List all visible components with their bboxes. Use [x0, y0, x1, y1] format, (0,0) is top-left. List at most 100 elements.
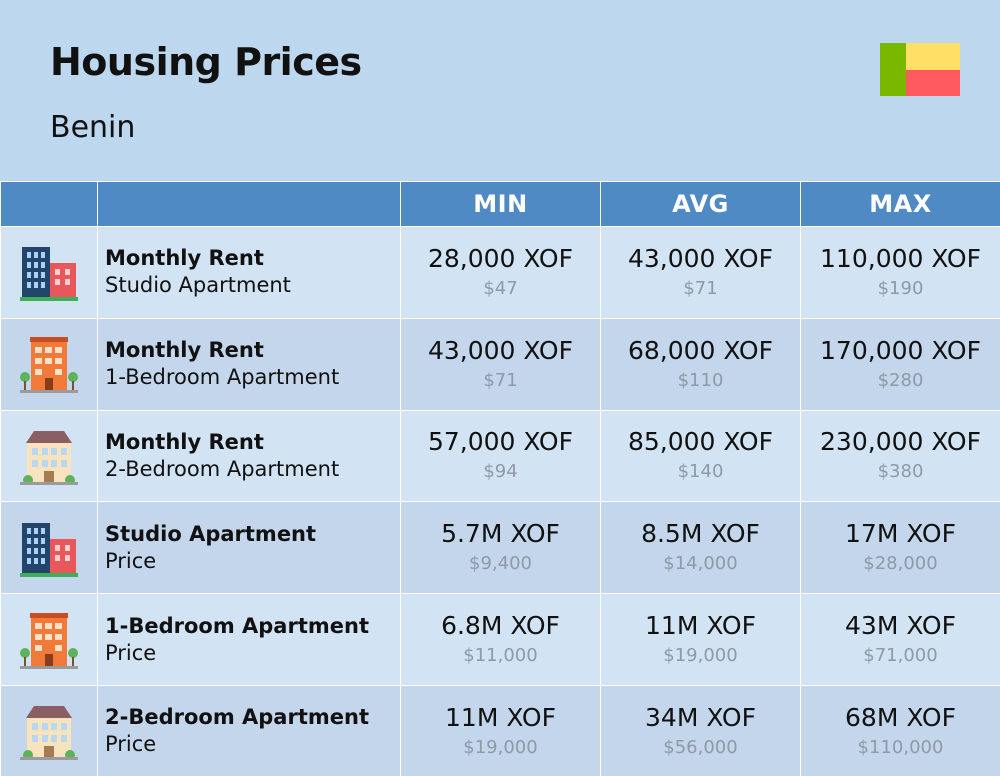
header-label-col — [97, 181, 401, 227]
price-avg-cell: 68,000 XOF $110 — [600, 317, 801, 411]
page-title: Housing Prices — [50, 40, 362, 84]
house-building-icon — [18, 430, 80, 485]
row-label: 1-Bedroom Apartment — [105, 613, 369, 638]
price-min-usd: $71 — [483, 369, 518, 391]
price-avg-local: 8.5M XOF — [641, 519, 760, 549]
price-min-local: 11M XOF — [445, 702, 556, 732]
row-icon-cell — [0, 501, 98, 595]
price-max-local: 170,000 XOF — [820, 335, 981, 365]
price-max-usd: $28,000 — [863, 553, 938, 575]
benin-flag-icon — [880, 43, 960, 96]
price-max-cell: 110,000 XOF $190 — [800, 226, 1000, 319]
price-min-usd: $11,000 — [463, 645, 538, 667]
row-label: Studio Apartment — [105, 521, 317, 546]
price-min-local: 57,000 XOF — [427, 427, 573, 457]
price-avg-local: 43,000 XOF — [627, 243, 773, 273]
price-min-local: 6.8M XOF — [441, 611, 560, 641]
price-avg-cell: 43,000 XOF $71 — [600, 226, 801, 319]
price-min-usd: $9,400 — [469, 553, 532, 575]
row-label: 2-Bedroom Apartment — [105, 705, 369, 730]
row-label: Monthly Rent — [105, 429, 264, 454]
price-avg-usd: $110 — [677, 369, 724, 391]
price-max-usd: $110,000 — [857, 736, 944, 758]
price-avg-local: 85,000 XOF — [627, 427, 773, 457]
price-avg-local: 11M XOF — [645, 611, 756, 641]
price-min-cell: 57,000 XOF $94 — [400, 409, 601, 503]
price-max-cell: 230,000 XOF $380 — [800, 409, 1000, 503]
house-building-icon — [18, 706, 80, 761]
price-avg-local: 34M XOF — [645, 702, 756, 732]
row-label: Monthly Rent — [105, 338, 264, 363]
price-max-usd: $190 — [877, 277, 924, 299]
price-max-cell: 68M XOF $110,000 — [800, 684, 1000, 776]
price-avg-usd: $140 — [677, 461, 724, 483]
header-icon-col — [0, 181, 98, 227]
price-min-cell: 11M XOF $19,000 — [400, 684, 601, 776]
row-icon-cell — [0, 226, 98, 319]
price-max-local: 68M XOF — [845, 702, 956, 732]
price-max-usd: $380 — [877, 461, 924, 483]
header-min: MIN — [400, 181, 601, 227]
price-min-usd: $19,000 — [463, 736, 538, 758]
row-sublabel: 2-Bedroom Apartment — [105, 456, 340, 481]
price-avg-usd: $71 — [683, 277, 718, 299]
price-min-cell: 5.7M XOF $9,400 — [400, 501, 601, 595]
row-icon-cell — [0, 317, 98, 411]
price-max-local: 110,000 XOF — [820, 243, 981, 273]
apartment-building-icon — [18, 337, 80, 394]
price-min-cell: 28,000 XOF $47 — [400, 226, 601, 319]
price-max-cell: 17M XOF $28,000 — [800, 501, 1000, 595]
price-min-usd: $94 — [483, 461, 518, 483]
price-max-usd: $280 — [877, 369, 924, 391]
price-avg-usd: $14,000 — [663, 553, 738, 575]
header-avg: AVG — [600, 181, 801, 227]
highrise-building-icon — [18, 247, 80, 302]
price-max-cell: 43M XOF $71,000 — [800, 593, 1000, 686]
header-max: MAX — [800, 181, 1000, 227]
price-min-local: 28,000 XOF — [427, 243, 573, 273]
row-sublabel: Price — [105, 548, 157, 573]
row-sublabel: Price — [105, 732, 157, 757]
row-icon-cell — [0, 593, 98, 686]
price-avg-cell: 85,000 XOF $140 — [600, 409, 801, 503]
price-min-usd: $47 — [483, 277, 518, 299]
row-label: Monthly Rent — [105, 246, 264, 271]
price-min-local: 43,000 XOF — [427, 335, 573, 365]
row-icon-cell — [0, 684, 98, 776]
highrise-building-icon — [18, 522, 80, 577]
price-max-local: 17M XOF — [845, 519, 956, 549]
price-avg-local: 68,000 XOF — [627, 335, 773, 365]
price-min-cell: 43,000 XOF $71 — [400, 317, 601, 411]
price-max-local: 43M XOF — [845, 611, 956, 641]
table-header-row: MIN AVG MAX — [0, 181, 1000, 227]
price-avg-usd: $19,000 — [663, 645, 738, 667]
price-max-usd: $71,000 — [863, 645, 938, 667]
row-sublabel: 1-Bedroom Apartment — [105, 365, 340, 390]
price-avg-cell: 34M XOF $56,000 — [600, 684, 801, 776]
price-avg-usd: $56,000 — [663, 736, 738, 758]
price-avg-cell: 8.5M XOF $14,000 — [600, 501, 801, 595]
row-sublabel: Price — [105, 640, 157, 665]
row-icon-cell — [0, 409, 98, 503]
price-avg-cell: 11M XOF $19,000 — [600, 593, 801, 686]
row-sublabel: Studio Apartment — [105, 273, 291, 298]
price-max-cell: 170,000 XOF $280 — [800, 317, 1000, 411]
price-max-local: 230,000 XOF — [820, 427, 981, 457]
price-min-local: 5.7M XOF — [441, 519, 560, 549]
apartment-building-icon — [18, 612, 80, 669]
country-name: Benin — [50, 110, 136, 145]
header: Housing Prices Benin — [0, 0, 1000, 180]
price-min-cell: 6.8M XOF $11,000 — [400, 593, 601, 686]
